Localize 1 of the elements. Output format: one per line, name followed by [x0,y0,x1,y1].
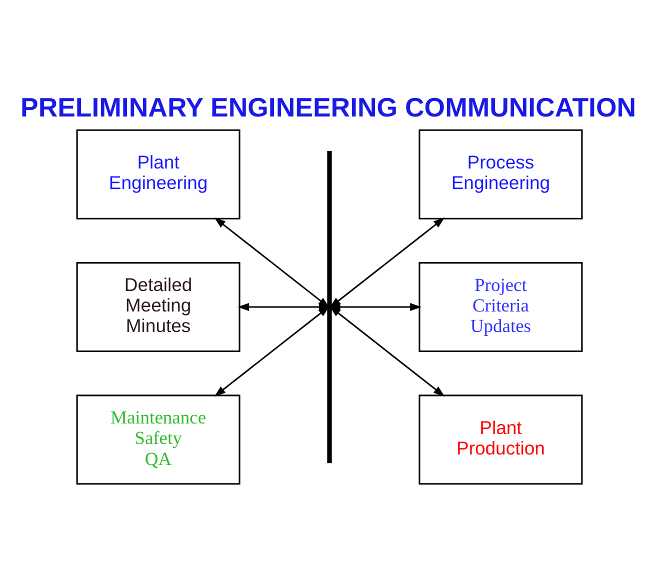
diagram-title: PRELIMINARY ENGINEERING COMMUNICATION [20,92,636,123]
